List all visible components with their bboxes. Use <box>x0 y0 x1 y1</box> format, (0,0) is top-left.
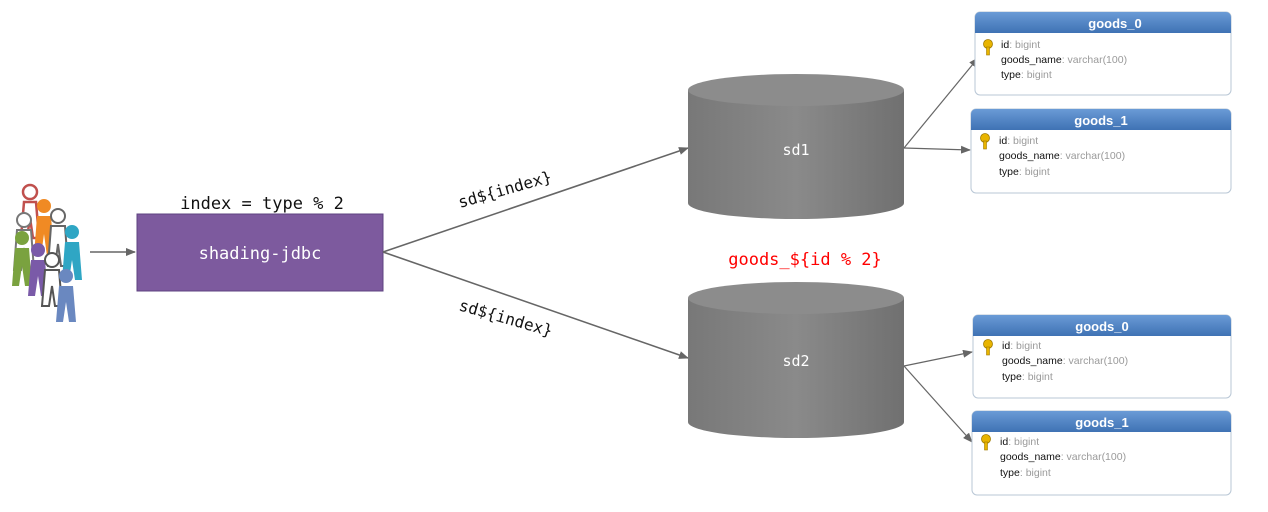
arrow-router-to-sd2 <box>382 251 689 359</box>
arrow-sd2-to-goods1 <box>903 365 973 443</box>
table-title: goods_0 <box>1088 16 1141 31</box>
column-row: goods_name: varchar(100) <box>1000 451 1126 463</box>
router-label: shading-jdbc <box>199 244 322 264</box>
router-rule: index = type % 2 <box>180 194 344 214</box>
arrow-sd1-to-goods0 <box>903 57 979 149</box>
people-group-icon <box>12 183 82 322</box>
column-row: type: bigint <box>1000 467 1051 479</box>
database-sd1-label: sd1 <box>782 141 809 159</box>
key-icon <box>981 434 991 451</box>
router-box: shading-jdbc <box>136 213 384 292</box>
column-row: id: bigint <box>1001 39 1040 51</box>
arrow-sd1-to-goods1 <box>903 145 971 154</box>
column-row: goods_name: varchar(100) <box>1002 355 1128 367</box>
column-row: type: bigint <box>1002 371 1053 383</box>
table-title: goods_1 <box>1075 415 1128 430</box>
table-sd1-goods-1: goods_1 id: bigint goods_name: varchar(1… <box>970 108 1232 194</box>
database-sd2-label: sd2 <box>782 352 809 370</box>
column-row: id: bigint <box>1000 436 1039 448</box>
arrow-router-to-sd1 <box>382 147 689 253</box>
column-row: id: bigint <box>999 135 1038 147</box>
column-row: id: bigint <box>1002 340 1041 352</box>
key-icon <box>983 39 993 56</box>
key-icon <box>980 133 990 150</box>
database-sd2: sd2 <box>688 282 904 438</box>
column-row: goods_name: varchar(100) <box>999 150 1125 162</box>
arrow-sd2-to-goods0 <box>903 349 973 367</box>
table-sd2-goods-1: goods_1 id: bigint goods_name: varchar(1… <box>971 410 1232 496</box>
table-rule: goods_${id % 2} <box>728 250 882 270</box>
table-sd1-goods-0: goods_0 id: bigint goods_name: varchar(1… <box>974 11 1232 96</box>
key-icon <box>983 339 993 356</box>
column-row: type: bigint <box>999 166 1050 178</box>
table-sd2-goods-0: goods_0 id: bigint goods_name: varchar(1… <box>972 314 1232 399</box>
database-sd1: sd1 <box>688 74 904 219</box>
route-label-sd2: sd${index} <box>457 296 555 341</box>
column-row: goods_name: varchar(100) <box>1001 54 1127 66</box>
table-title: goods_1 <box>1074 113 1127 128</box>
column-row: type: bigint <box>1001 69 1052 81</box>
table-title: goods_0 <box>1075 319 1128 334</box>
route-label-sd1: sd${index} <box>456 167 554 212</box>
